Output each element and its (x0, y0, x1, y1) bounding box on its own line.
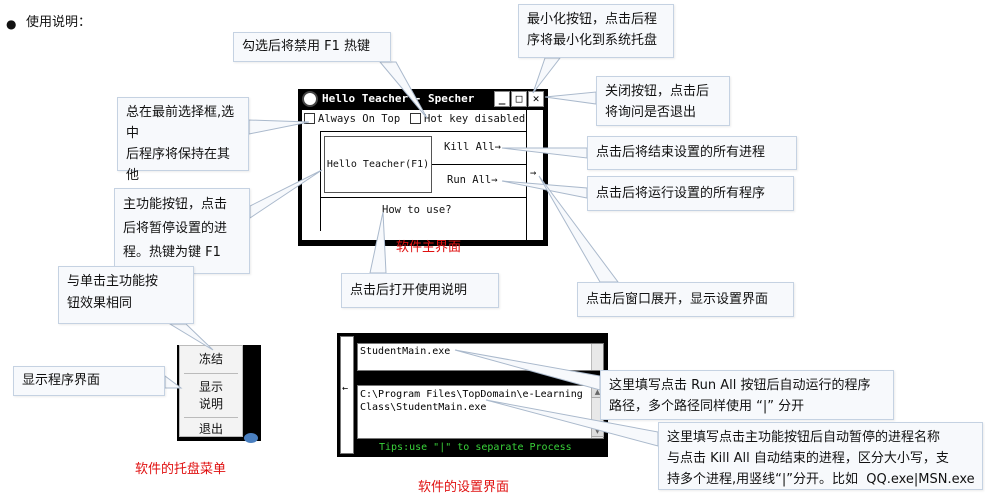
callout-how-to-use: 点击后打开使用说明 (341, 273, 499, 308)
hotkey-disabled-checkbox[interactable]: Hot key disabled (410, 112, 525, 126)
menu-divider (184, 417, 238, 418)
settings-window: ← StudentMain.exe C:\Program Files\TopDo… (337, 333, 608, 457)
tray-area: 冻结 显示 说明 退出 (177, 345, 261, 443)
window-title: Hello Teacher - Specher (322, 92, 475, 105)
title-bar[interactable]: Hello Teacher - Specher _ □ ✕ (298, 89, 548, 109)
always-on-top-label: Always On Top (318, 113, 401, 125)
always-on-top-checkbox[interactable]: Always On Top (304, 112, 400, 126)
callout-run-all: 点击后将运行设置的所有程序 (587, 176, 794, 211)
tips-text: Tips:use "|" to separate Process (379, 442, 572, 453)
kill-all-button[interactable]: Kill All→ (444, 141, 501, 153)
minimize-button[interactable]: _ (494, 91, 510, 107)
tray-app-icon[interactable] (244, 433, 258, 443)
bullet-icon: ● (6, 17, 17, 31)
callout-expand: 点击后窗口展开，显示设置界面 (577, 282, 794, 317)
checkbox-icon (410, 113, 421, 124)
run-path-field[interactable]: C:\Program Files\TopDomain\e-Learning Cl… (357, 385, 604, 439)
hello-teacher-button[interactable]: Hello Teacher(F1) (324, 136, 432, 193)
maximize-button[interactable]: □ (511, 91, 527, 107)
connector (544, 91, 597, 105)
panel-border (320, 131, 526, 132)
collapse-strip (340, 336, 354, 454)
kill-process-field[interactable]: StudentMain.exe (357, 343, 604, 371)
panel-border (320, 197, 526, 198)
menu-divider (184, 373, 238, 374)
panel-border (320, 131, 321, 231)
close-button[interactable]: ✕ (528, 91, 544, 107)
kill-process-value: StudentMain.exe (360, 346, 451, 357)
tray-item-show[interactable]: 显示 说明 (198, 380, 223, 411)
callout-f1-disable: 勾选后将禁用 F1 热键 (233, 32, 391, 62)
callout-minimize: 最小化按钮，点击后程 序将最小化到系统托盘 (518, 4, 674, 58)
intro-heading: 使用说明： (26, 15, 92, 30)
run-path-value: C:\Program Files\TopDomain\e-Learning Cl… (360, 389, 583, 413)
tray-menu: 冻结 显示 说明 退出 (179, 345, 243, 437)
callout-same-as-main: 与单击主功能按 钮效果相同 (58, 266, 194, 324)
callout-always-on-top: 总在最前选择框,选中 后程序将保持在其他 程序的前面,不被遮挡 (117, 97, 249, 225)
callout-run-path: 这里填写点击 Run All 按钮后自动运行的程序 路径，多个路径同样使用 “|… (600, 370, 894, 420)
scroll-down-icon[interactable]: ▼ (591, 425, 604, 437)
window-body: Always On Top Hot key disabled Hello Tea… (301, 109, 544, 241)
callout-close: 关闭按钮，点击后 将询问是否退出 (596, 76, 730, 126)
collapse-button[interactable]: ← (342, 383, 349, 394)
caption-tray-menu: 软件的托盘菜单 (135, 462, 227, 477)
run-all-button[interactable]: Run All→ (447, 174, 498, 186)
main-window: Hello Teacher - Specher _ □ ✕ Always On … (298, 89, 548, 246)
tray-item-exit[interactable]: 退出 (198, 422, 223, 436)
expand-button[interactable]: → (530, 167, 537, 179)
callout-main-button: 主功能按钮，点击 后将暂停设置的进 程。热键为键 F1 (114, 188, 250, 274)
callout-show-ui: 显示程序界面 (13, 366, 165, 396)
connector (532, 57, 562, 94)
tray-item-freeze[interactable]: 冻结 (198, 352, 223, 366)
panel-border (432, 164, 526, 165)
scrollbar[interactable] (591, 344, 603, 370)
callout-kill-all: 点击后将结束设置的所有进程 (587, 136, 797, 170)
how-to-use-link[interactable]: How to use? (382, 204, 452, 216)
caption-main-ui: 软件主界面 (396, 240, 462, 255)
app-icon (302, 91, 318, 107)
checkbox-icon (304, 113, 315, 124)
hotkey-disabled-label: Hot key disabled (424, 113, 526, 125)
panel-border (526, 110, 527, 240)
caption-settings-ui: 软件的设置界面 (418, 480, 510, 495)
callout-kill-names: 这里填写点击主功能按钮后自动暂停的进程名称 与点击 Kill All 自动结束的… (658, 422, 983, 490)
